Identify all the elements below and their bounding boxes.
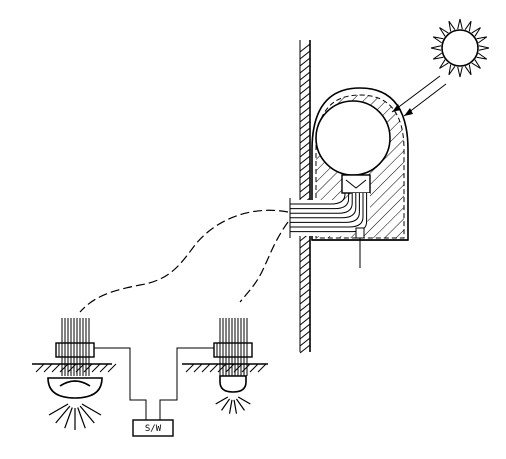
wall-hatching: [299, 40, 311, 354]
right-fixture-light-rays: [215, 396, 251, 414]
sunlight-arrows: [391, 75, 447, 117]
fiber-cable-routes: [79, 209, 289, 313]
optical-fiber-bundle: [289, 192, 370, 268]
left-fixture-light-rays: [48, 403, 102, 430]
ceiling: [32, 363, 268, 373]
switch-label: S/W: [145, 424, 162, 434]
building-wall: [299, 40, 311, 354]
switch-wiring: [94, 347, 214, 420]
right-light-fixture: [213, 318, 253, 414]
fiber-coupler: [341, 174, 371, 194]
sun-icon: [430, 18, 490, 78]
switch-box[interactable]: S/W: [132, 419, 174, 437]
left-light-fixture: [47, 318, 103, 430]
